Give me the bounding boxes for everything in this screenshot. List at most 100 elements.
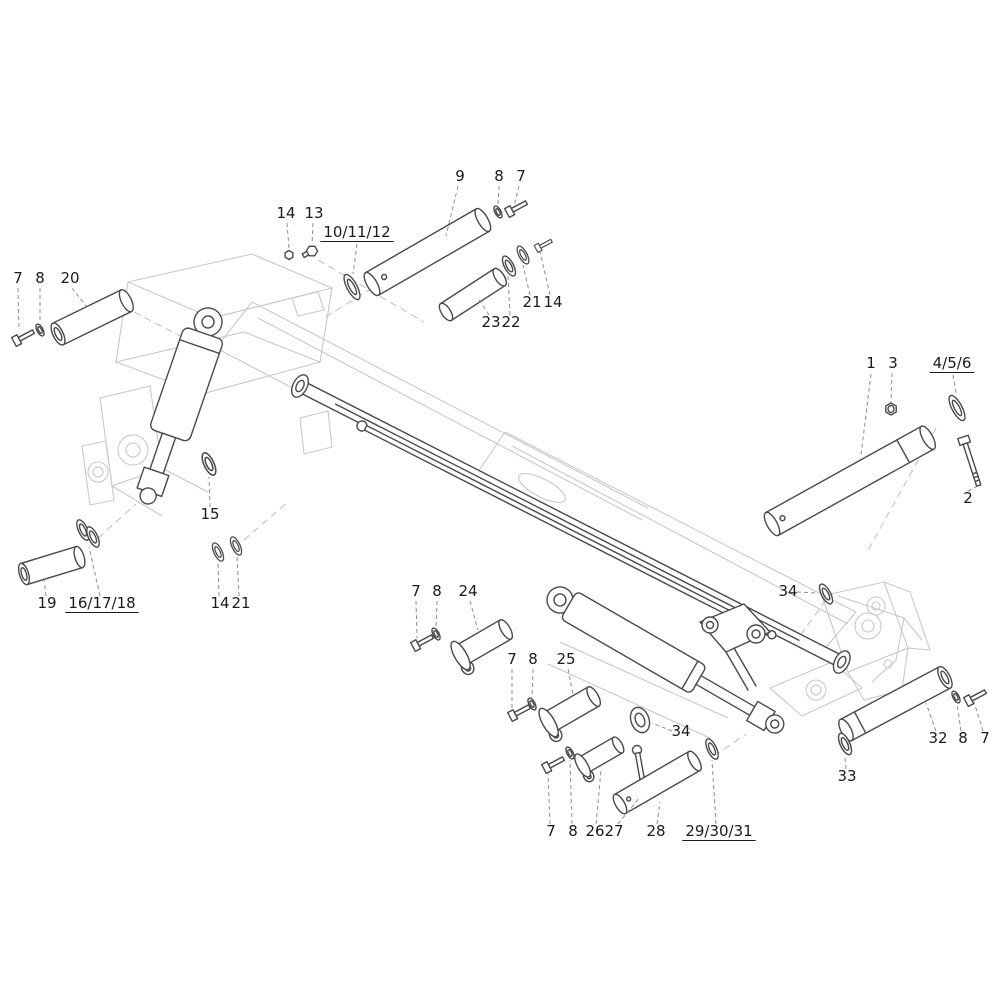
extension-cylinder — [546, 586, 785, 734]
callout-26: 26 — [585, 822, 604, 840]
pin-9 — [363, 207, 492, 297]
lower-frame-lines — [547, 641, 729, 739]
bolt-14-top — [533, 236, 554, 254]
lift-cylinder — [136, 307, 224, 505]
bolt-plate — [291, 291, 325, 317]
leader-line — [43, 577, 47, 597]
callout-34: 34 — [671, 722, 690, 740]
leader-line — [860, 373, 872, 456]
callout-10-11-12: 10/11/12 — [323, 223, 390, 241]
leader-lines — [17, 185, 984, 825]
pin-1 — [763, 425, 937, 537]
leader-line — [497, 185, 500, 206]
leader-line — [547, 773, 551, 825]
leader-line — [469, 600, 479, 631]
callout-14: 14 — [276, 204, 295, 222]
left-bracket — [81, 440, 115, 506]
right-frame-lines — [837, 595, 923, 683]
washer-8-right — [949, 689, 963, 705]
leader-line — [956, 703, 962, 732]
leader-line — [17, 287, 20, 331]
callout-8: 8 — [528, 650, 538, 668]
nut-3 — [885, 402, 897, 416]
parts-layer — [10, 197, 989, 815]
washer-4-5-6 — [945, 392, 969, 424]
callout-32: 32 — [928, 729, 947, 747]
leader-line — [539, 251, 551, 296]
callout-16-17-18: 16/17/18 — [68, 594, 135, 612]
leader-line — [796, 591, 818, 594]
leader-line — [71, 287, 87, 307]
callout-20: 20 — [60, 269, 79, 287]
callout-14: 14 — [543, 293, 562, 311]
leader-line — [952, 374, 957, 394]
washer-10-11-12 — [340, 271, 364, 303]
washer-21-left — [227, 534, 245, 558]
leader-line — [890, 372, 893, 403]
callout-8: 8 — [958, 729, 968, 747]
callout-13: 13 — [304, 204, 323, 222]
leader-line — [711, 759, 717, 825]
washer-14-left — [209, 540, 227, 564]
pin-24 — [450, 619, 514, 676]
callout-21: 21 — [522, 293, 541, 311]
lower-bracket-hole-inner — [810, 684, 822, 696]
lower-bracket-hole-outer — [805, 679, 827, 701]
pivot-hole-inner — [125, 442, 141, 458]
callout-8: 8 — [35, 269, 45, 287]
boom-head-side — [847, 581, 931, 701]
callout-15: 15 — [200, 505, 219, 523]
leader-line — [352, 243, 358, 275]
callout-21: 21 — [231, 594, 250, 612]
callout-1: 1 — [866, 354, 876, 372]
callout-8: 8 — [568, 822, 578, 840]
washer-8-upper-left — [33, 322, 47, 338]
leader-line — [844, 756, 847, 770]
leader-line — [925, 702, 937, 732]
pin-32 — [838, 665, 953, 742]
leader-line — [236, 555, 240, 597]
pin-20 — [50, 288, 134, 346]
leader-line — [617, 796, 641, 825]
callout-34: 34 — [778, 582, 797, 600]
right-frame-hole-inner — [871, 601, 881, 611]
leader-line — [477, 297, 490, 316]
bolt-7-right — [962, 686, 989, 708]
leader-line — [973, 701, 984, 732]
callout-7: 7 — [411, 582, 421, 600]
callout-19: 19 — [37, 594, 56, 612]
boom-cross-plate — [299, 410, 333, 455]
bolt-2 — [957, 434, 982, 487]
bolt-7-upper-left — [10, 326, 37, 348]
pin-23 — [438, 267, 508, 322]
boom-head-hole-inner — [861, 619, 875, 633]
callout-14: 14 — [210, 594, 229, 612]
washer-8-top — [491, 204, 505, 220]
pin-25 — [538, 686, 602, 743]
boom-outer-edges — [215, 301, 649, 553]
nut-14-top-left — [284, 249, 294, 261]
leader-line — [286, 222, 290, 249]
callout-7: 7 — [546, 822, 556, 840]
washer-29-30-31 — [702, 736, 722, 762]
leader-line — [445, 185, 459, 237]
callout-24: 24 — [458, 582, 477, 600]
washer-34-lower — [629, 706, 651, 734]
callout-7: 7 — [13, 269, 23, 287]
pivot-hole-outer — [117, 434, 149, 466]
callout-3: 3 — [888, 354, 898, 372]
callout-27: 27 — [604, 822, 623, 840]
callout-7: 7 — [516, 167, 526, 185]
bolt-13 — [301, 245, 319, 259]
washer-8-bottom — [563, 745, 577, 761]
callout-8: 8 — [432, 582, 442, 600]
boom-head-hole-outer — [854, 612, 882, 640]
leader-line — [656, 801, 661, 825]
callout-33: 33 — [837, 767, 856, 785]
callout-9: 9 — [455, 167, 465, 185]
bell-crank — [699, 603, 771, 691]
leader-line — [507, 275, 511, 316]
callout-2: 2 — [963, 489, 973, 507]
